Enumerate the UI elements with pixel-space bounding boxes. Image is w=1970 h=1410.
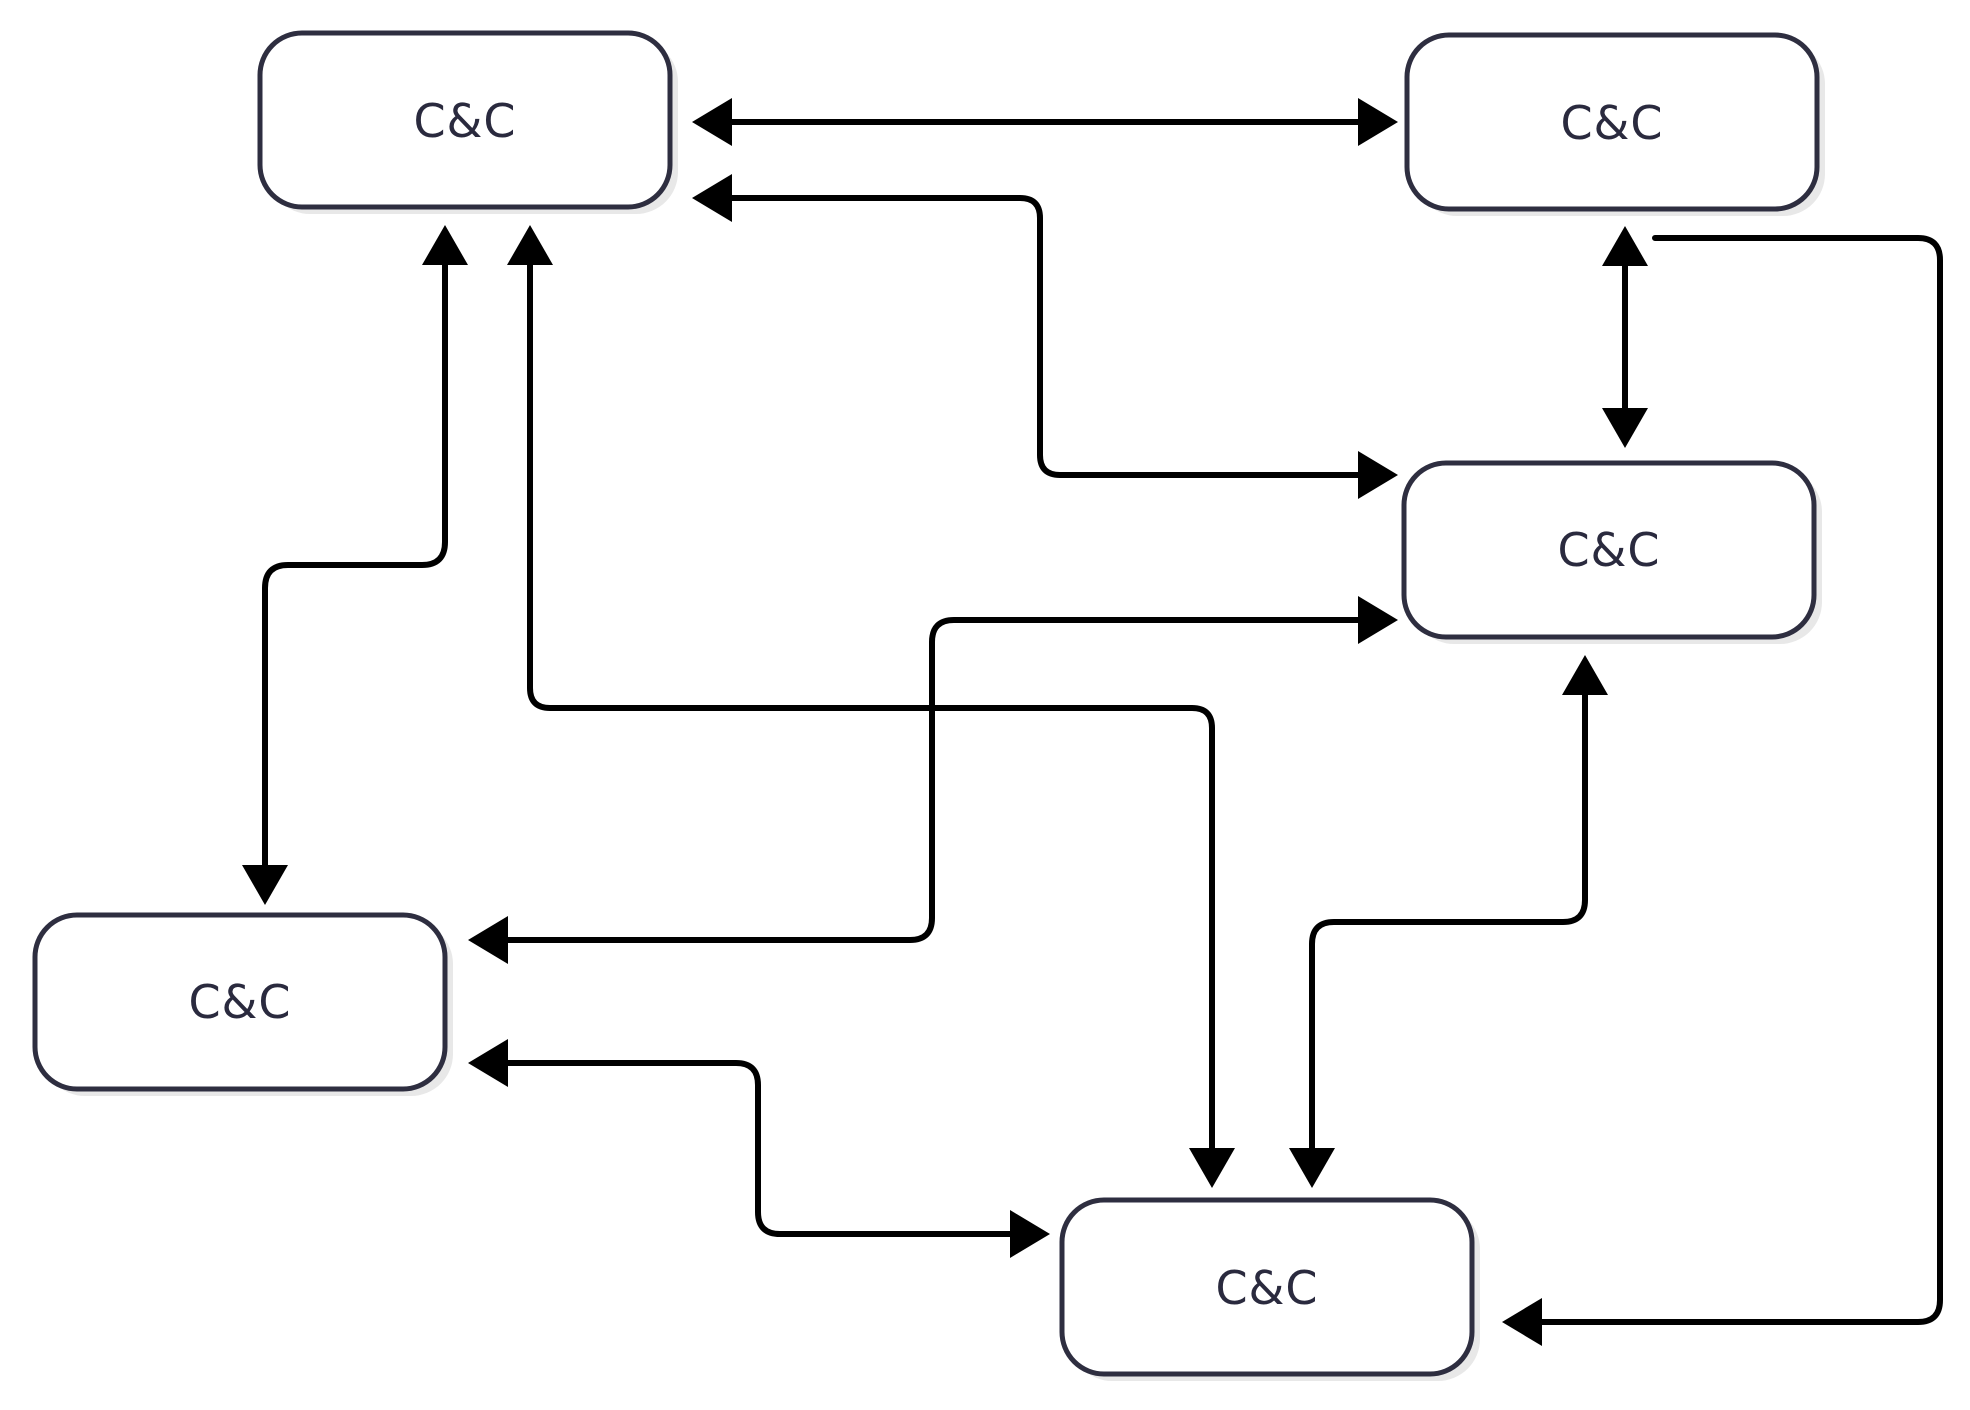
- arrowhead: [422, 225, 468, 265]
- edge-bottomleft-bottomcenter: [493, 1060, 1025, 1237]
- node-label: C&C: [1215, 1261, 1318, 1315]
- arrowhead: [1358, 596, 1398, 644]
- node-label: C&C: [413, 94, 516, 148]
- node-box: [257, 30, 673, 210]
- node-label: C&C: [1560, 96, 1663, 150]
- node-box: [1401, 460, 1817, 640]
- arrowhead: [1358, 98, 1398, 146]
- edge-midright-bottomcenter: [1309, 685, 1588, 1161]
- arrowhead: [1602, 226, 1648, 266]
- edge-topright-bottomcenter: [1529, 235, 1943, 1325]
- arrowhead: [1602, 408, 1648, 448]
- arrowhead: [1358, 451, 1398, 499]
- node-box: [1404, 32, 1820, 212]
- edge-topleft-midright: [717, 195, 1373, 478]
- arrowhead: [1502, 1298, 1542, 1346]
- nodes: C&C C&C C&C C&C: [32, 30, 1825, 1381]
- edges: [242, 98, 1943, 1346]
- node-box: [1059, 1197, 1475, 1377]
- node-bottom-center[interactable]: C&C: [1059, 1197, 1480, 1381]
- edge-topleft-bottomcenter: [527, 252, 1215, 1161]
- arrowhead: [468, 916, 508, 964]
- node-label: C&C: [1557, 523, 1660, 577]
- node-box: [32, 912, 448, 1092]
- node-label: C&C: [188, 975, 291, 1029]
- arrowhead: [468, 1039, 508, 1087]
- arrowhead: [1289, 1148, 1335, 1188]
- edge-midright-bottomleft: [493, 617, 1373, 943]
- node-bottom-left[interactable]: C&C: [32, 912, 453, 1096]
- arrowhead: [692, 174, 732, 222]
- node-mid-right[interactable]: C&C: [1401, 460, 1822, 644]
- arrowhead: [1010, 1210, 1050, 1258]
- arrowhead: [1189, 1148, 1235, 1188]
- arrowhead: [692, 98, 732, 146]
- arrowhead: [242, 865, 288, 905]
- node-top-left[interactable]: C&C: [257, 30, 678, 214]
- arrowhead: [507, 225, 553, 265]
- node-top-right[interactable]: C&C: [1404, 32, 1825, 216]
- arrowhead: [1562, 655, 1608, 695]
- edge-topleft-bottomleft: [262, 252, 448, 878]
